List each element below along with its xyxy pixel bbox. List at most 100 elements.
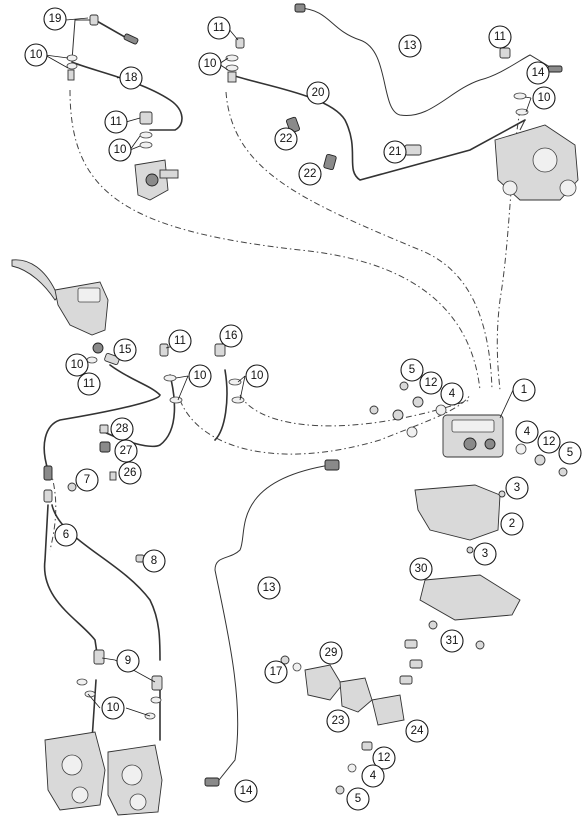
- svg-text:3: 3: [514, 482, 520, 494]
- callout-9: 9: [116, 649, 140, 673]
- svg-text:5: 5: [355, 793, 361, 805]
- callout-7: 7: [75, 468, 99, 492]
- screw-7: [67, 482, 77, 492]
- pressure-modulator-29: [304, 664, 343, 701]
- svg-text:11: 11: [110, 116, 122, 128]
- svg-text:13: 13: [404, 40, 417, 52]
- svg-text:10: 10: [114, 144, 127, 156]
- callout-15: 15: [113, 338, 137, 362]
- callout-19: 19: [43, 7, 67, 31]
- callout-29: 29: [319, 641, 343, 665]
- callout-17: 17: [264, 660, 288, 684]
- callout-16: 16: [219, 324, 243, 348]
- sealing-ring: [231, 396, 245, 404]
- callout-10: 10: [198, 52, 222, 76]
- callout-10: 10: [245, 364, 269, 388]
- caliper-mount-hole: [559, 179, 577, 197]
- washer-4: [515, 443, 527, 455]
- svg-text:15: 15: [119, 344, 132, 356]
- rear-brake-caliper-group: [494, 47, 579, 201]
- sealing-ring: [84, 690, 96, 698]
- banjo-fitting: [67, 69, 75, 81]
- svg-text:9: 9: [125, 655, 131, 667]
- svg-text:10: 10: [538, 92, 551, 104]
- washer-4: [347, 763, 357, 773]
- svg-text:11: 11: [83, 378, 95, 390]
- callout-14: 14: [526, 61, 550, 85]
- abs-port: [484, 438, 496, 450]
- washer: [406, 426, 418, 438]
- callout-24: 24: [405, 719, 429, 743]
- svg-text:13: 13: [263, 582, 276, 594]
- banjo-bolt-19: [89, 14, 99, 26]
- washer-4: [435, 404, 447, 416]
- callout-27: 27: [114, 439, 138, 463]
- sensor-wiring-dashed: [49, 89, 521, 551]
- callout-10: 10: [24, 43, 48, 67]
- callout-3: 3: [473, 542, 497, 566]
- clip-28: [99, 424, 109, 434]
- washer: [292, 662, 302, 672]
- svg-text:10: 10: [107, 702, 120, 714]
- sealing-ring: [86, 356, 98, 364]
- grommet: [409, 659, 423, 669]
- banjo-bolt-11: [159, 343, 169, 357]
- hose-connector: [43, 465, 53, 481]
- part-callouts: 19 10 18 11 10 11 10 13 20 22 21 22 11 1…: [24, 7, 582, 811]
- callout-3: 3: [505, 476, 529, 500]
- svg-text:5: 5: [409, 364, 415, 376]
- callout-10: 10: [108, 138, 132, 162]
- hose-end-fitting: [123, 33, 139, 45]
- svg-text:30: 30: [415, 563, 428, 575]
- top-left-rear-master-cylinder-group: [66, 14, 179, 201]
- caliper-piston: [532, 147, 558, 173]
- bracket-24: [371, 694, 405, 726]
- front-calipers-group: [44, 649, 163, 816]
- sealing-ring: [513, 92, 527, 100]
- screw-5: [335, 785, 345, 795]
- master-cylinder-port: [145, 173, 159, 187]
- svg-text:10: 10: [204, 58, 217, 70]
- screw-3: [466, 546, 474, 554]
- svg-text:21: 21: [389, 146, 402, 158]
- mounting-plate-30: [419, 574, 521, 621]
- callout-11: 11: [207, 16, 231, 40]
- screw-26: [109, 471, 117, 481]
- banjo-bolt-11: [499, 47, 511, 59]
- callout-10: 10: [188, 364, 212, 388]
- screw-31: [475, 640, 485, 650]
- sealing-ring: [139, 131, 153, 139]
- abs-bracket-2: [414, 484, 501, 541]
- caliper-piston: [121, 764, 143, 786]
- banjo-bolt-11: [139, 111, 153, 125]
- sealing-ring: [225, 54, 239, 62]
- svg-text:10: 10: [194, 370, 207, 382]
- callout-2: 2: [500, 512, 524, 536]
- svg-text:24: 24: [411, 725, 424, 737]
- screw-31: [428, 620, 438, 630]
- callout-13: 13: [398, 34, 422, 58]
- svg-text:11: 11: [494, 31, 506, 43]
- bushing-12: [412, 396, 424, 408]
- svg-text:29: 29: [325, 647, 338, 659]
- clip-27: [99, 441, 111, 453]
- brake-lever: [11, 259, 61, 301]
- caliper-piston: [71, 786, 89, 804]
- callout-14: 14: [234, 779, 258, 803]
- abs-module-group: [369, 381, 568, 650]
- svg-text:22: 22: [280, 133, 293, 145]
- callout-30: 30: [409, 557, 433, 581]
- hose-connector: [43, 489, 53, 503]
- svg-text:4: 4: [524, 426, 531, 438]
- svg-text:4: 4: [370, 770, 377, 782]
- svg-text:4: 4: [449, 388, 456, 400]
- callout-31: 31: [440, 629, 464, 653]
- svg-text:8: 8: [151, 555, 157, 567]
- callout-4: 4: [361, 764, 385, 788]
- svg-text:5: 5: [567, 447, 573, 459]
- callout-1: 1: [512, 378, 536, 402]
- screw-5: [399, 381, 409, 391]
- sealing-ring: [66, 62, 78, 70]
- svg-text:14: 14: [240, 785, 253, 797]
- grommet: [404, 639, 418, 649]
